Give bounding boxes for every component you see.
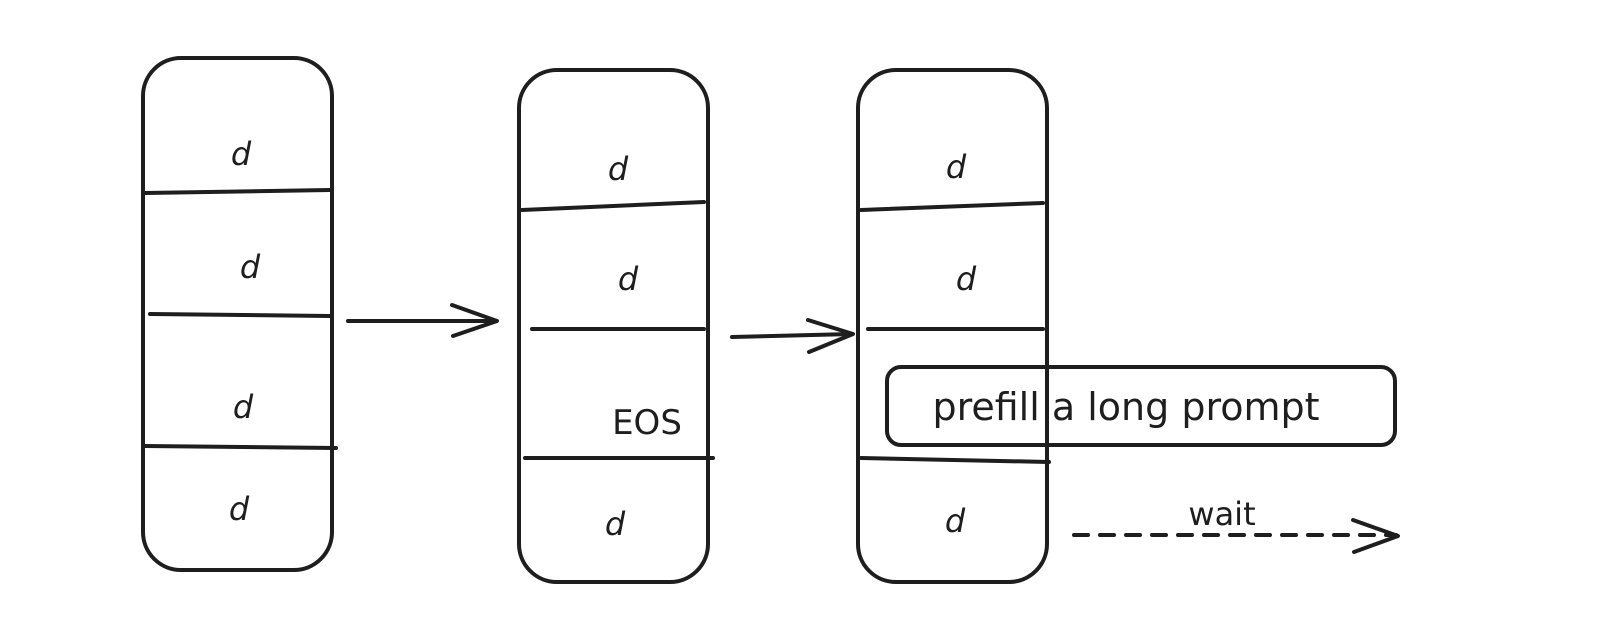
batch-column-3-cell-1: d — [946, 148, 967, 186]
batch-column-1-divider-2 — [148, 312, 332, 318]
batch-column-1-frame — [141, 56, 334, 572]
batch-column-1-divider-3 — [143, 444, 338, 450]
batch-column-1-cell-2: d — [240, 248, 261, 286]
batch-column-1-divider-1 — [143, 188, 332, 195]
step-arrow-1-head — [450, 303, 499, 338]
batch-column-3: d d d — [856, 68, 1051, 584]
batch-column-1-cell-3: d — [233, 388, 254, 426]
batch-column-2-cell-1: d — [608, 150, 629, 188]
step-arrow-2-head — [806, 318, 855, 354]
batch-column-2-frame — [517, 68, 710, 584]
batch-column-2-divider-1 — [520, 200, 706, 212]
batch-column-2-cell-2: d — [618, 260, 639, 298]
batch-column-3-divider-1 — [859, 201, 1045, 212]
prefill-box-label: prefill a long prompt — [932, 385, 1319, 429]
batch-column-3-divider-3 — [859, 456, 1051, 464]
batch-column-1: d d d d — [141, 56, 338, 572]
batch-column-2-cell-4: d — [605, 505, 626, 543]
batch-column-3-cell-4: d — [945, 502, 966, 540]
batch-column-3-frame — [856, 68, 1049, 584]
wait-arrow: wait — [1072, 495, 1400, 554]
batch-column-2-cell-3-eos: EOS — [612, 403, 682, 443]
batch-column-1-cell-4: d — [229, 490, 250, 528]
wait-arrow-label: wait — [1188, 495, 1255, 533]
batch-column-2: d d EOS d — [517, 68, 715, 584]
prefill-box-frame — [885, 365, 1397, 447]
step-arrow-1 — [346, 303, 499, 338]
batch-column-3-cell-2: d — [956, 260, 977, 298]
step-arrow-2 — [730, 318, 855, 354]
step-arrow-2-shaft — [730, 332, 854, 339]
batch-column-1-cell-1: d — [231, 135, 252, 173]
wait-arrow-head — [1351, 518, 1400, 554]
prefill-box: prefill a long prompt — [885, 365, 1397, 447]
